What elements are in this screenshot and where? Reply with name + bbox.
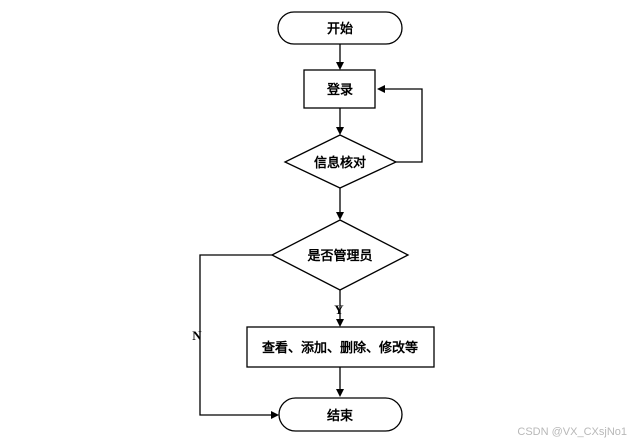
node-end-label: 结束 — [327, 408, 354, 424]
node-start: 开始 — [277, 11, 403, 45]
terminal-shape — [277, 11, 403, 45]
arrowhead-end-no — [271, 411, 279, 419]
edge-label-no: N — [192, 328, 202, 343]
edge-isadmin-end-no — [199, 254, 272, 416]
edges — [199, 44, 423, 419]
node-verify-label: 信息核对 — [314, 155, 366, 171]
arrowhead-end — [336, 389, 344, 397]
node-manage: 查看、添加、删除、修改等 — [246, 326, 435, 368]
watermark-text: CSDN @VX_CXsjNo1 — [517, 426, 627, 438]
decision-shape — [270, 219, 410, 291]
node-start-label: 开始 — [327, 21, 353, 37]
process-shape — [246, 326, 435, 368]
edge-verify-login-loop — [385, 88, 423, 163]
arrowhead-login — [336, 62, 344, 70]
node-login-label: 登录 — [326, 82, 353, 98]
node-verify: 信息核对 — [283, 134, 398, 189]
node-end: 结束 — [278, 397, 403, 432]
process-shape — [303, 69, 376, 109]
decision-shape — [283, 134, 398, 189]
terminal-shape — [278, 397, 403, 432]
node-login: 登录 — [303, 69, 376, 109]
arrowhead-manage — [336, 319, 344, 327]
arrowhead-loop — [377, 85, 385, 93]
edge-label-yes: Y — [334, 302, 344, 317]
node-is-admin: 是否管理员 — [270, 219, 410, 291]
arrowhead-isadmin — [336, 212, 344, 220]
node-is-admin-label: 是否管理员 — [306, 248, 372, 264]
node-manage-label: 查看、添加、删除、修改等 — [261, 340, 418, 356]
arrowhead-verify — [336, 127, 344, 135]
